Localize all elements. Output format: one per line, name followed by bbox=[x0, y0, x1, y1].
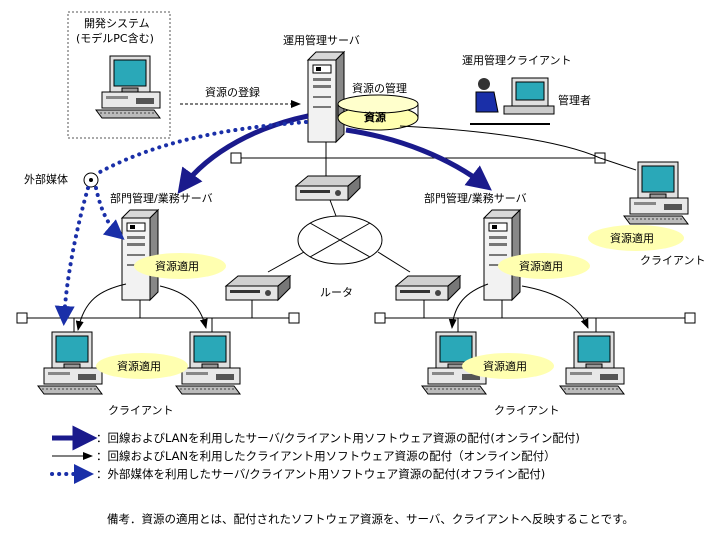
client-label-left: クライアント bbox=[108, 404, 174, 417]
client-distribution-arrow-4 bbox=[521, 285, 589, 329]
client-distribution-arrow-2 bbox=[159, 285, 208, 329]
apply-left-clients-label: 資源適用 bbox=[117, 359, 161, 373]
router-top-icon bbox=[295, 175, 361, 201]
registration-label: 資源の登録 bbox=[205, 85, 260, 99]
administrator-label: 管理者 bbox=[558, 93, 591, 107]
client-label-top: クライアント bbox=[640, 254, 706, 267]
left-client-1-icon bbox=[37, 331, 103, 395]
footnote: 備考．資源の適用とは、配付されたソフトウェア資源を、サーバ、クライアントへ反映す… bbox=[107, 512, 634, 526]
client-distribution-arrow-3 bbox=[448, 283, 489, 329]
resource-label: 資源 bbox=[364, 110, 386, 124]
right-client-2-icon bbox=[559, 331, 625, 395]
offline-distribution-arrow-server bbox=[94, 186, 125, 240]
dept-server-right-label: 部門管理/業務サーバ bbox=[424, 191, 527, 205]
ops-client-label: 運用管理クライアント bbox=[462, 53, 572, 67]
dept-server-left-icon bbox=[121, 209, 159, 301]
administrator-icon bbox=[470, 78, 550, 125]
resource-mgmt-label: 資源の管理 bbox=[352, 81, 407, 95]
dev-system-subtitle: (モデルPC含む) bbox=[76, 31, 154, 45]
offline-distribution-arrow-client bbox=[54, 186, 90, 326]
online-distribution-arrow-left bbox=[177, 113, 309, 195]
client-label-right: クライアント bbox=[494, 404, 560, 417]
dev-system-frame bbox=[67, 11, 171, 139]
offline-distribution-arrow-main bbox=[98, 120, 308, 174]
ops-server-label: 運用管理サーバ bbox=[283, 33, 360, 47]
router-label: ルータ bbox=[320, 286, 353, 299]
router-left-icon bbox=[225, 275, 291, 301]
external-media-label: 外部媒体 bbox=[24, 172, 68, 186]
apply-right-clients-label: 資源適用 bbox=[483, 359, 527, 373]
top-client-pc-icon bbox=[623, 161, 689, 225]
dev-system-title: 開発システム bbox=[84, 16, 150, 30]
dev-pc-icon bbox=[95, 55, 161, 119]
apply-left-server-bubble bbox=[134, 253, 226, 279]
router-right-icon bbox=[395, 275, 461, 301]
online-distribution-arrow-right bbox=[345, 127, 492, 191]
apply-right-clients-bubble bbox=[462, 353, 554, 379]
apply-top-client-label: 資源適用 bbox=[610, 231, 654, 245]
ops-server-icon bbox=[307, 51, 345, 143]
apply-top-client-bubble bbox=[588, 225, 684, 251]
legend-text: ：回線およびLANを利用したサーバ/クライアント用ソフトウェア資源の配付(オンラ… bbox=[96, 431, 580, 445]
apply-left-server-label: 資源適用 bbox=[155, 259, 199, 273]
apply-right-server-bubble bbox=[498, 253, 590, 279]
dept-server-left-label: 部門管理/業務サーバ bbox=[110, 191, 213, 205]
apply-right-server-label: 資源適用 bbox=[519, 259, 563, 273]
legend-text: ：回線およびLANを利用したクライアント用ソフトウェア資源の配付（オンライン配付… bbox=[96, 449, 556, 463]
legend-text: ：外部媒体を利用したサーバ/クライアント用ソフトウェア資源の配付(オフライン配付… bbox=[96, 467, 546, 481]
client-distribution-arrow-1 bbox=[75, 283, 127, 331]
apply-left-clients-bubble bbox=[96, 353, 188, 379]
dept-server-right-icon bbox=[483, 209, 521, 301]
